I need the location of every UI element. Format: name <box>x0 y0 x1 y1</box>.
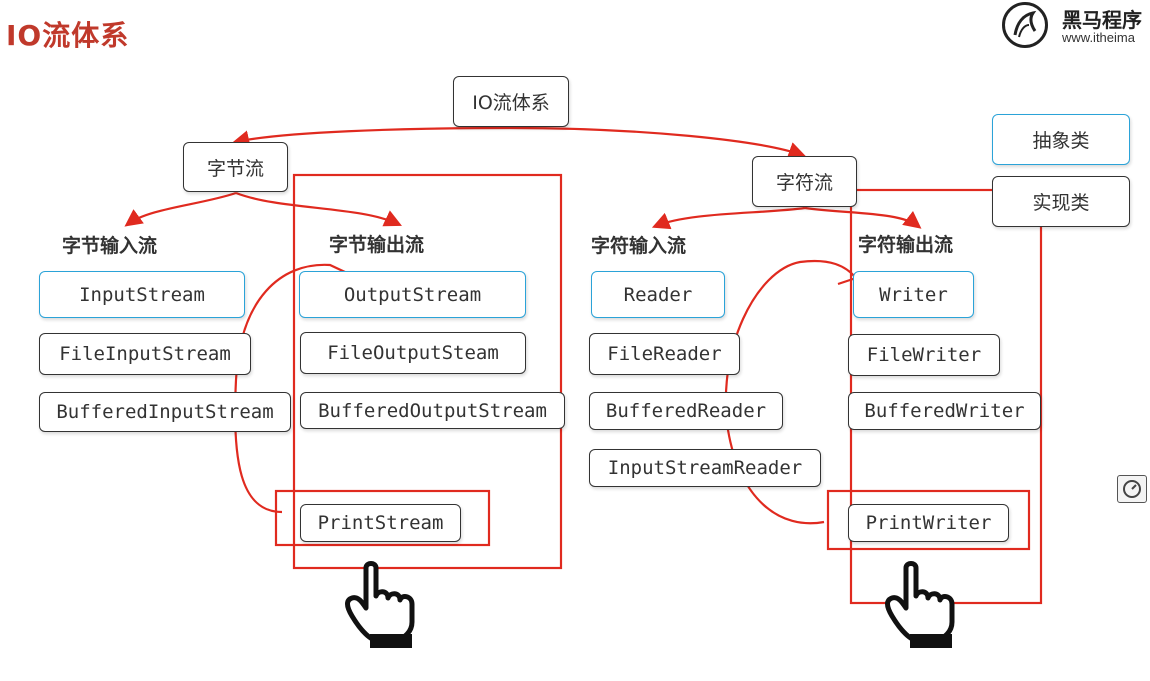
byte-stream-node: 字节流 <box>183 142 288 192</box>
highlight-byte-output <box>292 173 563 570</box>
logo: 黑马程序 www.itheima <box>1000 0 1150 50</box>
class-reader: Reader <box>591 271 725 318</box>
logo-url: www.itheima <box>1062 30 1135 45</box>
arrow-char-to-output <box>804 206 922 229</box>
class-filereader: FileReader <box>589 333 740 375</box>
logo-name: 黑马程序 <box>1062 8 1142 32</box>
highlight-printstream <box>274 489 491 547</box>
class-bufferedwriter: BufferedWriter <box>848 392 1041 430</box>
highlight-printwriter <box>826 489 1031 551</box>
arrow-byte-to-output <box>235 191 402 227</box>
class-bufferedoutputstream: BufferedOutputStream <box>300 392 565 429</box>
char-output-label: 字符输出流 <box>858 234 954 256</box>
arrow-byte-to-input <box>124 191 237 227</box>
page-title: IO流体系 <box>6 19 130 52</box>
hand-pointer-icon <box>885 561 955 648</box>
class-printstream: PrintStream <box>300 504 461 542</box>
class-filewriter: FileWriter <box>848 334 1000 376</box>
char-input-label: 字符输入流 <box>591 235 687 257</box>
legend-abstract: 抽象类 <box>992 114 1130 165</box>
class-writer: Writer <box>853 271 974 318</box>
arrow-root-to-byte <box>231 126 511 148</box>
dashboard-icon[interactable] <box>1117 475 1147 503</box>
class-fileoutputsteam: FileOutputSteam <box>300 332 526 374</box>
legend-concrete: 实现类 <box>992 176 1130 227</box>
arrow-char-to-input <box>651 206 806 230</box>
class-inputstream: InputStream <box>39 271 245 318</box>
class-inputstreamreader: InputStreamReader <box>589 449 821 487</box>
arrow-root-to-char <box>509 126 807 159</box>
class-fileinputstream: FileInputStream <box>39 333 251 375</box>
byte-output-label: 字节输出流 <box>329 234 425 256</box>
hand-pointer-icon <box>345 561 415 648</box>
logo-horse-icon <box>1002 2 1048 48</box>
byte-input-label: 字节输入流 <box>62 235 158 257</box>
char-stream-node: 字符流 <box>752 156 857 207</box>
class-outputstream: OutputStream <box>299 271 526 318</box>
class-bufferedinputstream: BufferedInputStream <box>39 392 291 432</box>
class-bufferedreader: BufferedReader <box>589 392 783 430</box>
curve-printstream-to-outputstream <box>233 263 348 514</box>
class-printwriter: PrintWriter <box>848 504 1009 542</box>
root-node: IO流体系 <box>453 76 569 127</box>
